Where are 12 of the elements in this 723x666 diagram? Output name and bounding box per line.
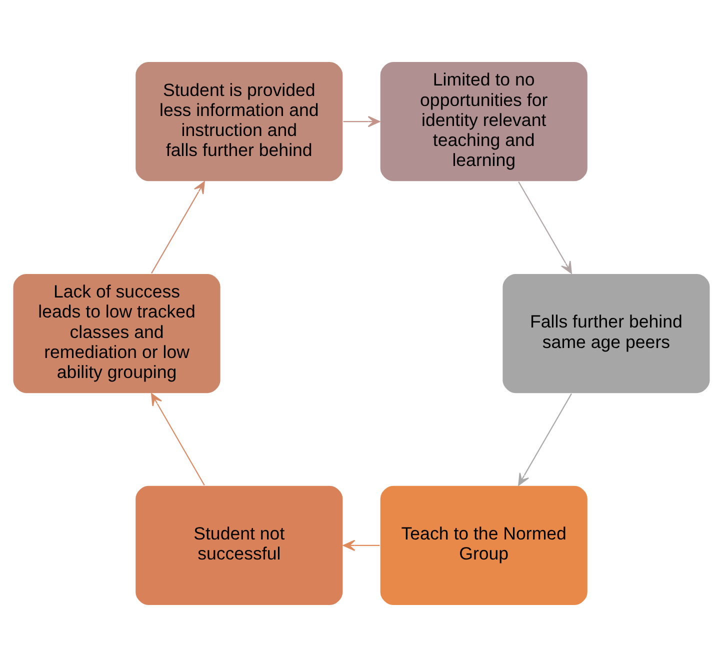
node-box: Falls further behind same age peers bbox=[502, 272, 711, 394]
node-box: Student is provided less information and instruction and falls further behind bbox=[134, 60, 344, 182]
node-box: Limited to no opportunities for identity relevant teaching and learning bbox=[379, 60, 588, 182]
node-box: Teach to the Normed Group bbox=[379, 484, 588, 606]
arrow bbox=[518, 180, 572, 274]
node-box: Lack of success leads to low tracked classes and remediation or low ability grouping bbox=[12, 272, 222, 394]
arrow bbox=[151, 392, 205, 486]
arrow bbox=[518, 392, 572, 486]
node-box: Student not successful bbox=[134, 484, 344, 606]
arrow bbox=[343, 116, 380, 127]
arrow bbox=[343, 539, 380, 550]
arrow bbox=[151, 180, 205, 274]
